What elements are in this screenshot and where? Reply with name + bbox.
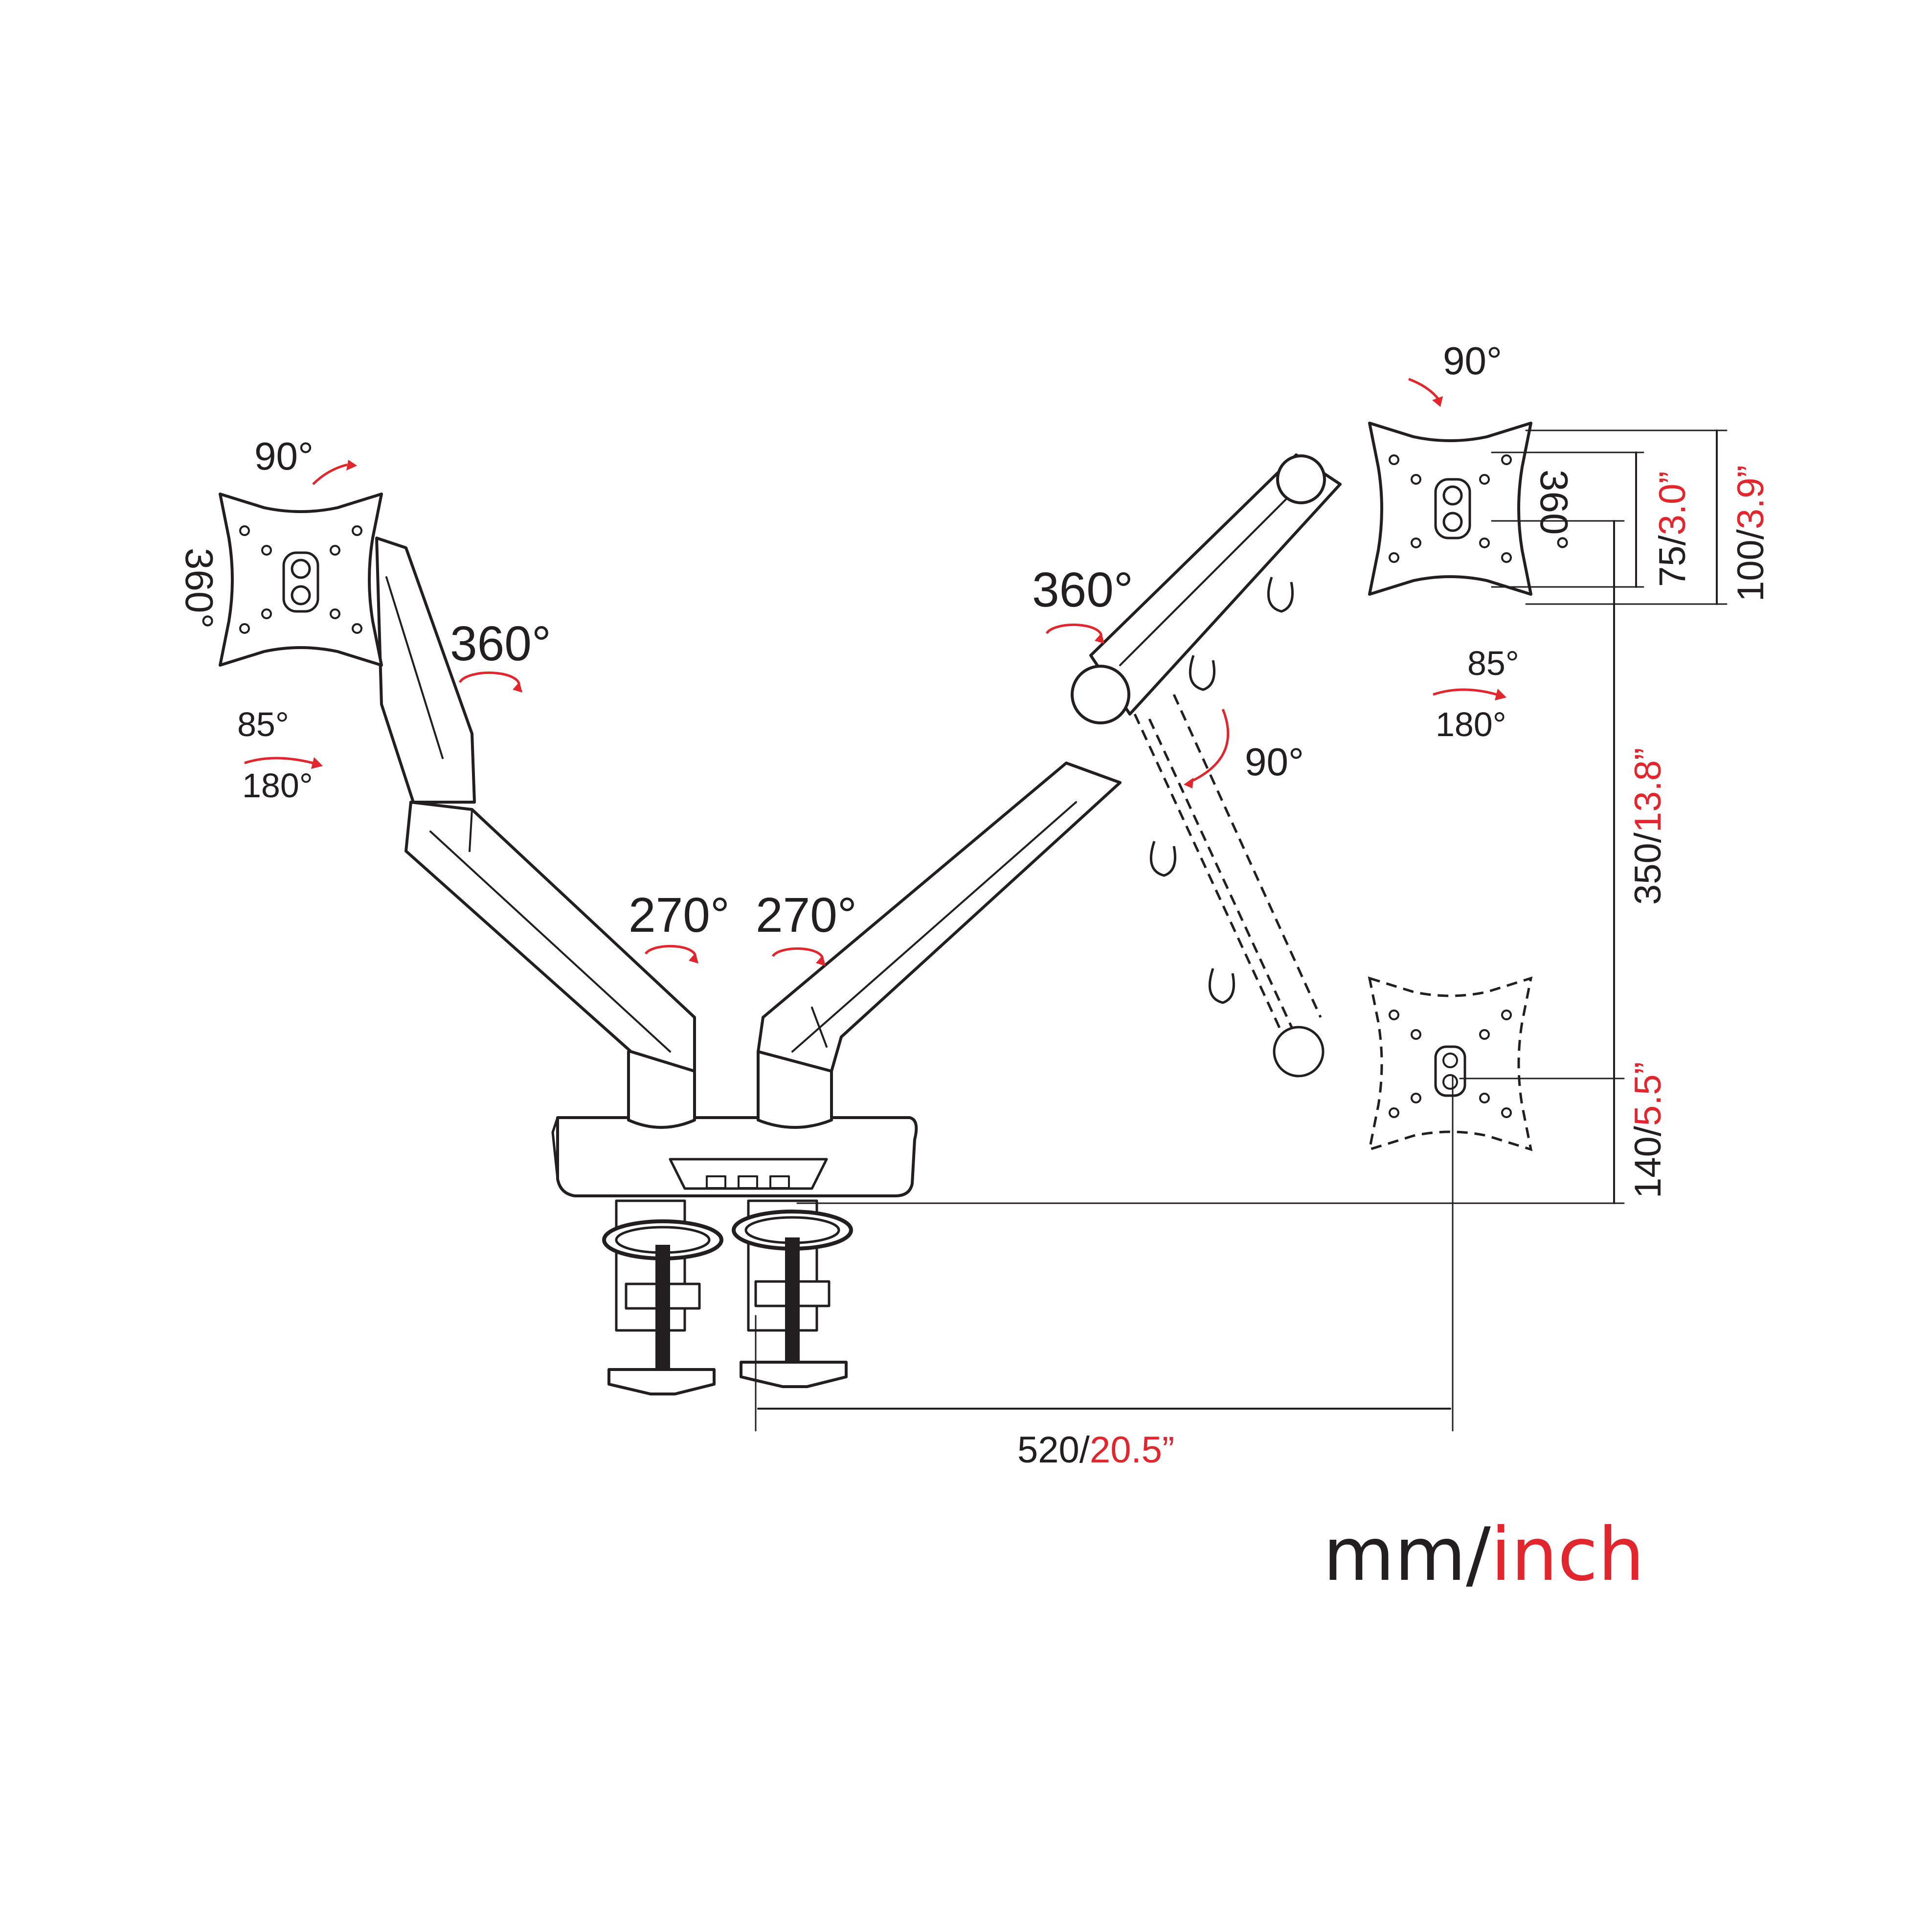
desk-clamp-left [602,1199,723,1395]
dimension-lines [755,429,1728,1432]
left-swivel-85-label: 85° [237,705,289,743]
right-monitor-plate [1370,423,1531,594]
desk-base [551,1116,918,1197]
right-swivel-85-label: 85° [1467,644,1519,682]
left-swivel-180-label: 180° [242,766,313,805]
right-monitor-plate-lowered [1370,978,1531,1149]
rotation-arrows [244,378,1506,966]
vesa-75-dimension: 75/3.0” [1652,471,1693,587]
right-elbow-rotate-label: 360° [1032,562,1133,617]
post-left [627,1050,696,1129]
left-upper-arm [375,537,476,804]
right-rotate-label: 360° [1532,470,1576,550]
left-tilt-label: 90° [254,434,314,478]
angle-labels: 90° 360° 85° 180° 360° 270° 270° 360° 90… [178,339,1576,943]
desk-clamp-right [732,1199,853,1388]
right-tilt-label: 90° [1443,339,1502,382]
right-arm-lift-label: 90° [1245,740,1304,784]
right-arm-lowered-outline [1133,694,1325,1078]
left-lower-arm [404,801,696,1073]
left-rotate-label: 360° [178,548,221,629]
left-arm-rotate-label: 360° [450,616,551,671]
post-right [757,1050,833,1129]
base-left-rotate-label: 270° [629,888,730,943]
dimension-labels: 520/20.5” 350/13.8” 140/5.5” 100/3.9” 75… [1017,465,1772,1471]
vesa-100-dimension: 100/3.9” [1730,465,1772,602]
right-lower-arm [757,762,1122,1073]
left-monitor-plate [220,494,382,665]
units-legend: mm/inch [1323,1512,1644,1597]
width-dimension: 520/20.5” [1017,1429,1174,1471]
right-swivel-180-label: 180° [1436,705,1506,743]
height-max-dimension: 350/13.8” [1627,748,1669,905]
right-upper-arm [1071,453,1342,724]
height-min-dimension: 140/5.5” [1627,1062,1669,1198]
base-right-rotate-label: 270° [756,888,857,943]
